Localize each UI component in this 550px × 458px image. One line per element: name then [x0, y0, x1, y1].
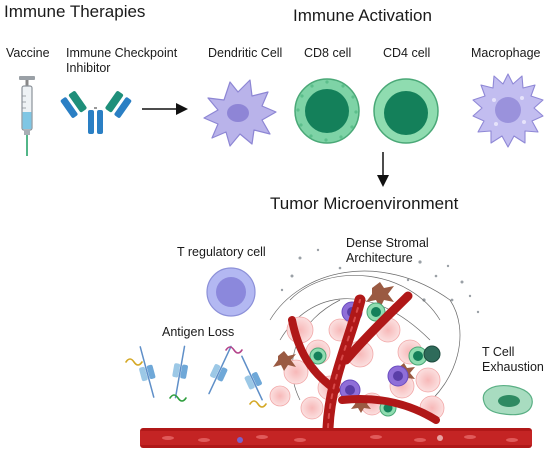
- t-cell-exhaustion-label-line2: Exhaustion: [482, 360, 544, 374]
- macrophage-label: Macrophage: [471, 46, 541, 60]
- t-cell-exhaustion-label-line1: T Cell: [482, 345, 515, 359]
- tumor-cluster: [269, 248, 480, 434]
- immune-activation-heading: Immune Activation: [293, 6, 432, 25]
- dendritic-cell-label: Dendritic Cell: [208, 46, 283, 60]
- t-regulatory-cell-label: T regulatory cell: [177, 245, 266, 259]
- cd4-cell-label: CD4 cell: [383, 46, 431, 60]
- cd8-cell-label: CD8 cell: [304, 46, 352, 60]
- cd4-cell-icon: [373, 78, 439, 144]
- immune-therapies-heading: Immune Therapies: [4, 2, 146, 21]
- vaccine-syringe-icon: [19, 76, 35, 156]
- blood-vessel: [140, 428, 532, 448]
- checkpoint-label-line1: Immune Checkpoint: [66, 46, 178, 60]
- checkpoint-label-line2: Inhibitor: [66, 61, 111, 75]
- dense-stromal-label-line1: Dense Stromal: [346, 236, 429, 250]
- dense-stromal-label-line2: Architecture: [346, 251, 413, 265]
- t-regulatory-cell-icon: [206, 267, 256, 317]
- t-cell-exhaustion-icon: [482, 385, 533, 416]
- dendritic-cell-icon: [203, 79, 277, 147]
- antigen-loss-receptors-icon: [125, 345, 267, 408]
- macrophage-icon: [472, 73, 544, 148]
- checkpoint-antibody-icon: [60, 91, 132, 134]
- cd8-cell-icon: [294, 78, 360, 144]
- vaccine-label: Vaccine: [6, 46, 50, 60]
- antigen-loss-label: Antigen Loss: [162, 325, 235, 339]
- tumor-microenvironment-heading: Tumor Microenvironment: [270, 194, 459, 213]
